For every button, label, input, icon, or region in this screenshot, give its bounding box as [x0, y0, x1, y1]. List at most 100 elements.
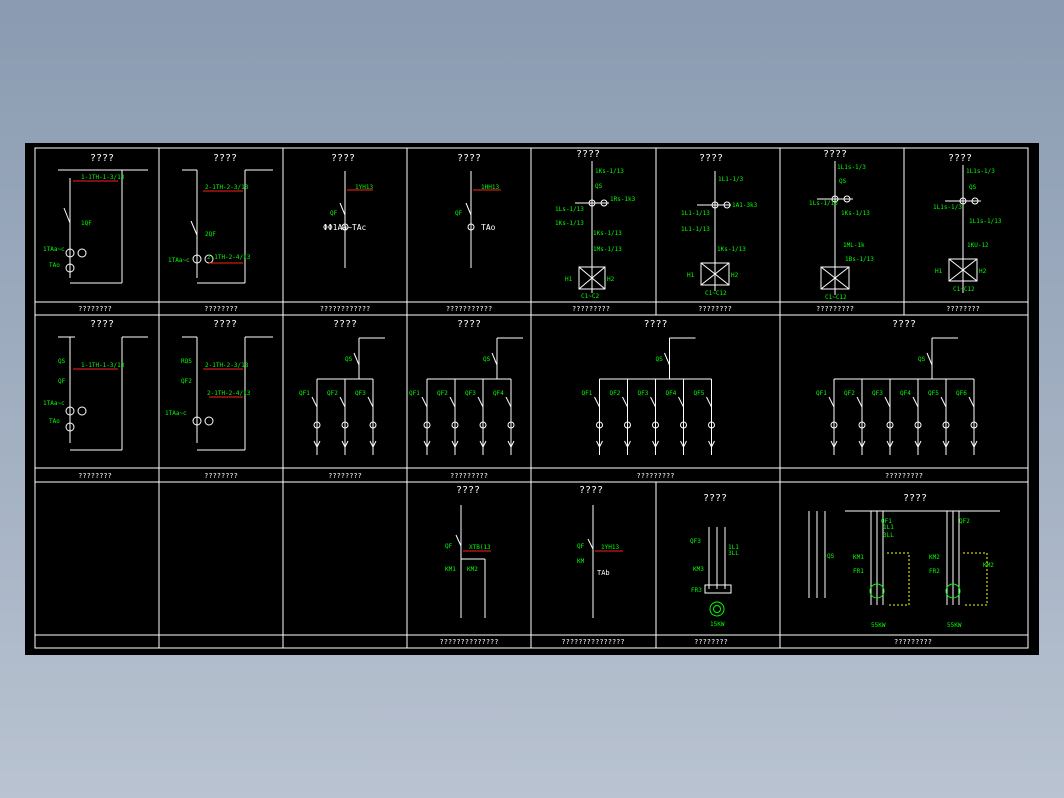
cell-r1-2: ???? ???????? 2-1TH-2-3/13 2QF 1TAa~c 2-…	[168, 148, 284, 315]
cable-end-icon	[369, 440, 377, 449]
cell-r3-5: ???? ??????????????? QF 1YH13 KM TAb	[561, 485, 624, 646]
feeder-breaker	[828, 396, 835, 408]
device-label: RQS	[181, 358, 192, 365]
device-label: 1Ls-1/13	[555, 206, 584, 213]
device-label: TAb	[597, 569, 610, 577]
row-2-dividers	[158, 315, 781, 482]
cell-footer: ????????	[78, 472, 112, 480]
cable-end-icon	[970, 440, 978, 449]
device-label: 1YH13	[601, 544, 619, 551]
device-label: QF1	[582, 390, 593, 397]
device-label: 1Ks-1/13	[555, 220, 584, 227]
cell-footer: ???????????????	[561, 638, 624, 646]
device-label: 2-1TH-2-3/13	[205, 184, 249, 191]
device-label: C1~C12	[705, 290, 727, 297]
device-label: QF	[577, 543, 585, 550]
device-label: QF2	[181, 378, 192, 385]
single-line-diagram-sheet: ???? ???????? 1-1TH-1-3/13 1QF 1TAa~c TA…	[34, 147, 1029, 649]
main-switch	[491, 352, 498, 366]
device-label: 1Ls-1/13	[809, 200, 838, 207]
device-label: QF	[445, 543, 453, 550]
current-transformer-icon	[970, 421, 978, 429]
device-label: 1L1-1/3	[718, 176, 744, 183]
cell-footer: ????????	[698, 305, 732, 313]
cell-footer: ???????????	[446, 305, 492, 313]
device-label: QF4	[900, 390, 911, 397]
device-label: 1L1	[728, 544, 739, 551]
device-label: H1	[687, 272, 695, 279]
device-label: QF5	[928, 390, 939, 397]
device-label: 1L1s-1/3	[966, 168, 995, 175]
cell-footer: ????????	[694, 638, 728, 646]
current-transformer-icon	[830, 421, 838, 429]
current-transformer-icon	[914, 421, 922, 429]
cell-r1-6: ???? ???????? 1L1-1/3 1A1-3k3 1L1-1/13 1…	[681, 148, 781, 315]
main-switch	[664, 352, 670, 366]
device-label: QF6	[956, 390, 967, 397]
device-label: H2	[731, 272, 739, 279]
device-label: QF4	[493, 390, 504, 397]
cell-title: ????	[699, 153, 723, 164]
device-label: QF3	[872, 390, 883, 397]
device-label: QS	[839, 178, 847, 185]
device-label: 1Ks-1/13	[717, 246, 746, 253]
feeder-breaker	[339, 396, 346, 408]
cell-title: ????	[457, 319, 481, 330]
current-transformer-icon	[858, 421, 866, 429]
device-label: QS	[969, 184, 977, 191]
cell-footer: ?????????	[894, 638, 932, 646]
device-label: 1Ks-1/13	[595, 168, 624, 175]
cell-title: ????	[331, 153, 355, 164]
cell-footer: ?????????	[572, 305, 610, 313]
cell-title: ????	[823, 149, 847, 160]
current-transformer-icon	[423, 421, 431, 429]
device-label: KM3	[693, 566, 704, 573]
device-label: 1-1TH-1-3/13	[81, 174, 125, 181]
device-label: 1L1	[883, 524, 894, 531]
current-transformer-icon	[507, 421, 515, 429]
device-label: QS	[595, 183, 603, 190]
device-label: 1L1s-1/13	[969, 218, 1002, 225]
cell-title: ????	[456, 485, 480, 496]
device-label: H1	[565, 276, 573, 283]
device-label: QF3	[638, 390, 649, 397]
feeder-breaker	[367, 396, 374, 408]
cell-r1-8: ???? ???????? 1L1s-1/3 QS 1L1s-1/3 1L1s-…	[933, 153, 1002, 313]
current-transformer-icon	[479, 421, 487, 429]
cell-footer: ????????	[78, 305, 112, 313]
device-label: QS	[656, 356, 664, 363]
device-label: C1~C12	[953, 286, 975, 293]
device-label: QF3	[465, 390, 476, 397]
cell-title: ????	[579, 485, 603, 496]
device-label: TAo	[481, 223, 496, 232]
current-transformer-icon	[596, 421, 603, 429]
device-label: FR2	[929, 568, 940, 575]
cell-title: ????	[576, 149, 600, 160]
cell-footer: ????????	[204, 472, 238, 480]
device-label: 2-1TH-2-4/13	[207, 390, 251, 397]
current-transformer-icon	[341, 421, 349, 429]
device-label: FR1	[853, 568, 864, 575]
cell-title: ????	[903, 493, 927, 504]
device-label: QS	[827, 553, 835, 560]
device-label: 1TAa~c	[43, 246, 65, 253]
cell-title: ????	[643, 319, 667, 330]
cable-end-icon	[451, 440, 459, 449]
cell-footer: ????????	[946, 305, 980, 313]
device-label: 1Bs-1/13	[845, 256, 874, 263]
cable-end-icon	[858, 440, 866, 449]
cable-end-icon	[652, 440, 659, 449]
device-label: 2-1TH-2-4/13	[207, 254, 251, 261]
motor-icon	[869, 583, 885, 599]
cell-footer: ?????????	[637, 472, 675, 480]
device-label: H2	[607, 276, 615, 283]
feeder-breaker	[884, 396, 891, 408]
device-label: ΦΦ1Aa~TAc	[323, 223, 367, 232]
cable-end-icon	[886, 440, 894, 449]
device-label: 1L1-1/13	[681, 210, 710, 217]
cell-footer: ?????????	[450, 472, 488, 480]
main-switch	[353, 352, 360, 366]
